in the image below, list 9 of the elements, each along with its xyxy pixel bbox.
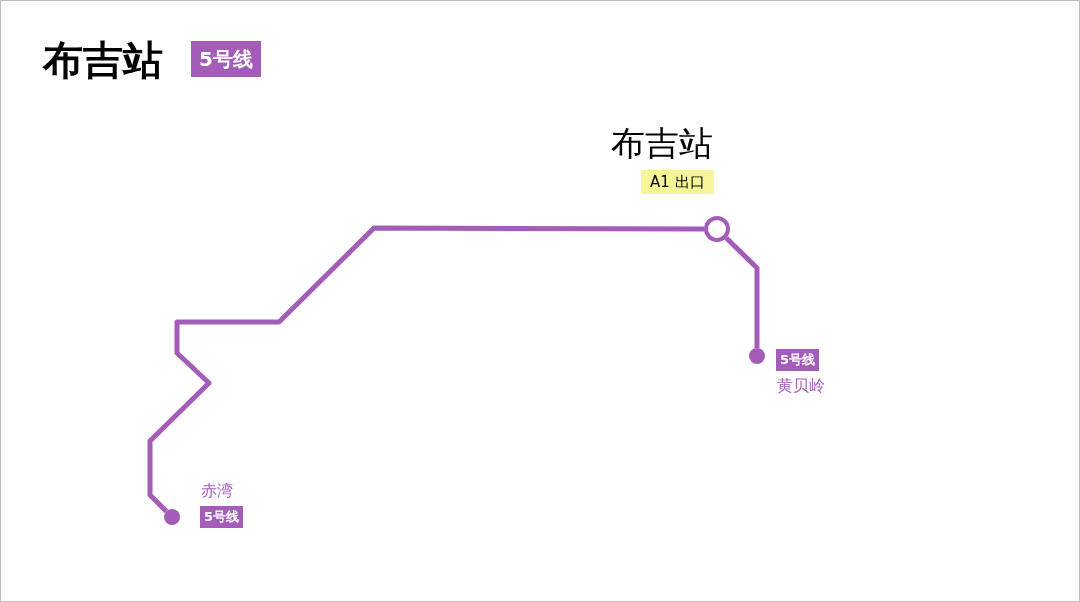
terminal-name: 赤湾 <box>201 480 233 502</box>
line-tag: 5号线 <box>191 41 261 77</box>
station-name: 布吉站 <box>611 122 713 165</box>
metro-line <box>147 225 704 514</box>
exit-tag: A1 出口 <box>641 170 714 194</box>
terminal-name: 黄贝岭 <box>777 375 825 397</box>
line-tag: 5号线 <box>776 349 820 371</box>
line-tag: 5号线 <box>200 506 244 528</box>
page-title: 布吉站 <box>43 36 163 85</box>
